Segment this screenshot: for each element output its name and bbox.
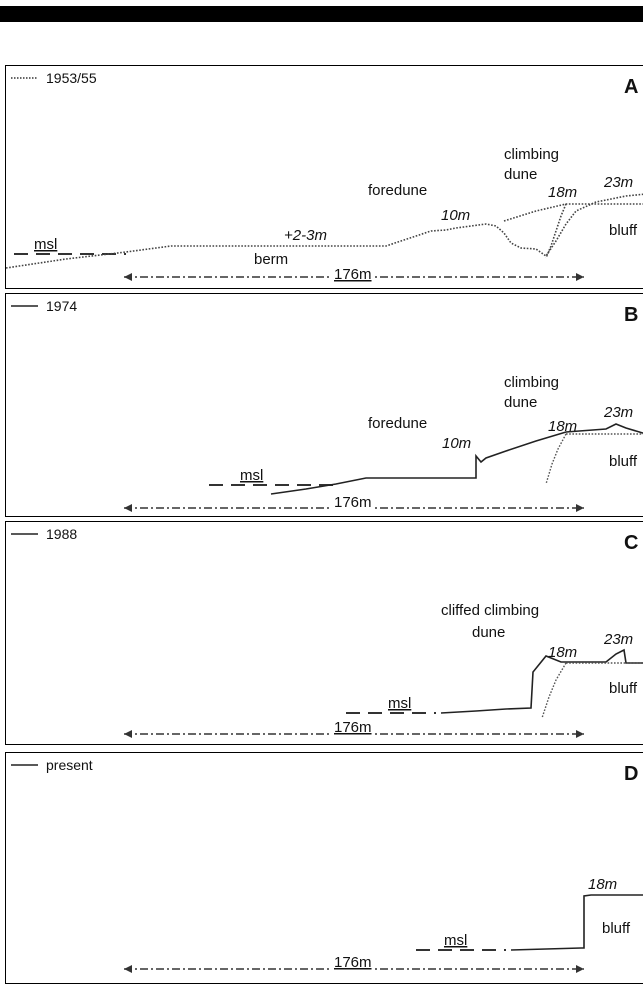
distance-label-bg [332,494,374,510]
bluff-top-line [503,203,643,222]
bluff-face-line [545,203,567,259]
arrow-right-icon [576,504,584,512]
panel-b-diagram: 1974 B msl foredune 10m climbing dune 18… [11,298,643,512]
climbing-label-2: dune [504,394,537,411]
legend-label: 1953/55 [46,70,97,86]
distance-label-bg [332,719,374,735]
arrow-left-icon [124,965,132,973]
panel-letter: C [624,532,638,554]
climbing-height-label: 18m [548,418,577,435]
berm-height-label: +2-3m [284,227,327,244]
dune-height-label: 23m [603,404,633,421]
bluff-label: bluff [609,453,638,470]
panel-d-diagram: present D 18m msl bluff 176m [11,757,643,973]
profile-present [510,894,643,951]
distance-label: 176m [334,494,372,511]
climbing-height-label: 18m [548,644,577,661]
msl-label: msl [444,932,467,949]
bluff-face-line [545,433,567,485]
msl-label: msl [388,695,411,712]
cliffed-label-1: cliffed climbing [441,602,539,619]
top-black-bar [0,6,643,22]
profile-1988 [440,648,643,714]
distance-label-bg [332,265,374,281]
distance-label-bg [332,954,374,970]
climbing-height-label: 18m [548,184,577,201]
arrow-left-icon [124,273,132,281]
dune-height-label: 23m [603,174,633,191]
msl-label: msl [240,467,263,484]
bluff-height-label: 18m [588,876,617,893]
climbing-label-2: dune [504,166,537,183]
legend-label: present [46,757,93,773]
legend-label: 1974 [46,298,77,314]
arrow-right-icon [576,273,584,281]
arrow-right-icon [576,965,584,973]
distance-label: 176m [334,266,372,283]
msl-label: msl [34,236,57,253]
bluff-face-line [541,662,567,719]
foredune-label: foredune [368,182,427,199]
distance-label: 176m [334,719,372,736]
bluff-label: bluff [602,920,631,937]
distance-label: 176m [334,954,372,971]
arrow-right-icon [576,730,584,738]
panel-c-diagram: 1988 C cliffed climbing dune 18m 23m msl… [11,526,643,738]
profile-1953-55 [6,193,643,269]
arrow-left-icon [124,504,132,512]
panel-letter: D [624,763,638,785]
panel-b: 1974 B msl foredune 10m climbing dune 18… [5,293,643,517]
profile-1974 [270,423,643,495]
climbing-label-1: climbing [504,374,559,391]
bluff-label: bluff [609,222,638,239]
foredune-height-label: 10m [441,207,470,224]
panel-letter: A [624,76,638,98]
dune-height-label: 23m [603,631,633,648]
panel-letter: B [624,304,638,326]
foredune-height-label: 10m [442,435,471,452]
panel-c: 1988 C cliffed climbing dune 18m 23m msl… [5,521,643,745]
legend-label: 1988 [46,526,77,542]
panel-a: 1953/55 A msl +2-3m berm foredune 10m cl… [5,65,643,289]
bluff-label: bluff [609,680,638,697]
cliffed-label-2: dune [472,624,505,641]
panel-a-diagram: 1953/55 A msl +2-3m berm foredune 10m cl… [6,70,643,283]
foredune-label: foredune [368,415,427,432]
panel-d: present D 18m msl bluff 176m [5,752,643,984]
arrow-left-icon [124,730,132,738]
climbing-label-1: climbing [504,146,559,163]
berm-label: berm [254,251,288,268]
